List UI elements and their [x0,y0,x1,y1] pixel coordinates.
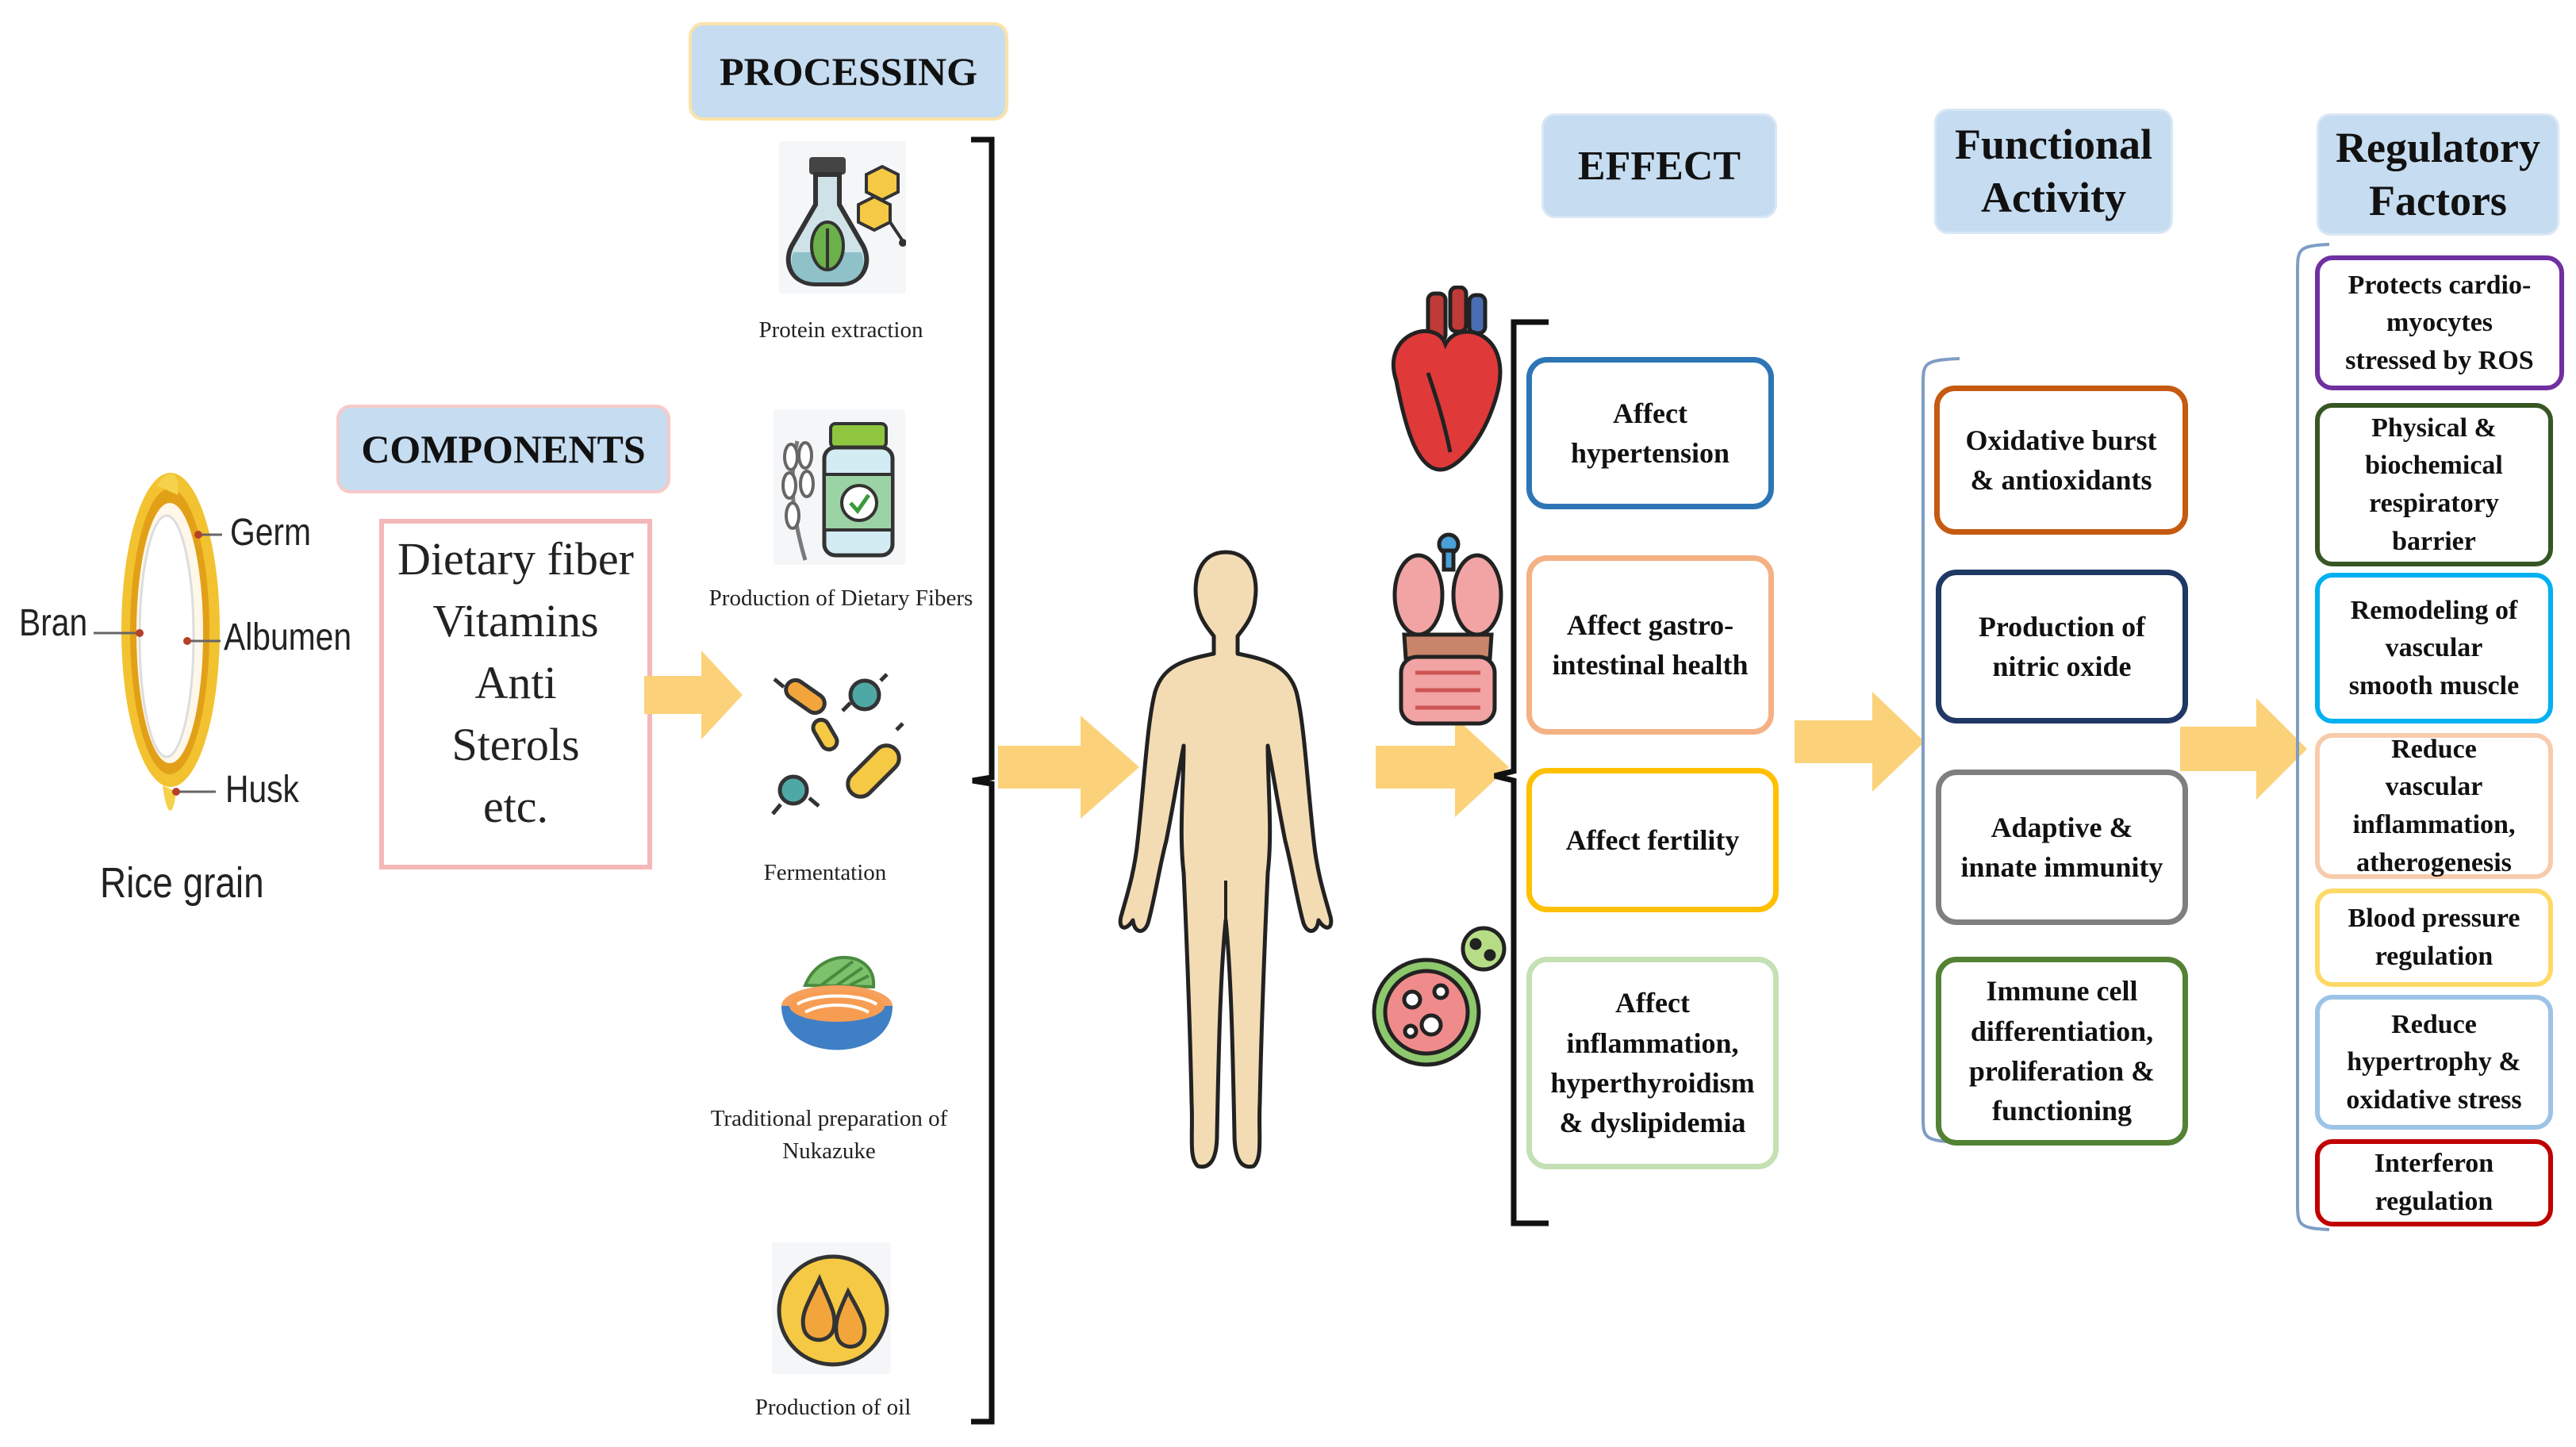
regulatory-box: Protects cardio- myocytes stressed by RO… [2315,255,2564,390]
functional-box: Immune cell differentiation, proliferati… [1936,957,2188,1146]
arrow-effect-to-functional [1795,692,1925,792]
functional-box: Adaptive & innate immunity [1936,770,2188,925]
rice-grain-title: Rice grain [100,859,264,907]
processing-label: Traditional preparation of Nukazuke [710,1106,948,1164]
functional-bracket [1921,357,1960,1144]
bacteria-icon [771,673,904,816]
functional-box: Oxidative burst & antioxidants [1934,386,2188,535]
rice-grain-icon [94,473,222,811]
header-effect: EFFECT [1544,116,1775,216]
rice-label-germ: Germ [230,512,311,554]
component-item: Sterols [451,719,580,770]
rice-label-bran: Bran [19,602,88,644]
arrow-functional-to-regulatory [2180,698,2307,800]
regulatory-box: Blood pressure regulation [2315,889,2553,987]
component-item: Dietary fiber [397,533,634,585]
component-item: etc. [482,781,549,832]
regulatory-box: Reduce hypertrophy & oxidative stress [2315,995,2553,1130]
header-processing: PROCESSING [692,25,1005,117]
arrow-processing-to-body [998,716,1139,819]
regulatory-box: Reduce vascular inflammation, atherogene… [2315,733,2553,879]
food-bowl-icon [781,956,893,1050]
oil-drop-icon [777,1254,889,1367]
human-body-icon [1118,550,1334,1169]
effect-box: Affect hypertension [1526,357,1774,509]
digestive-organs-icon [1392,532,1503,726]
regulatory-bracket [2296,243,2330,1231]
immune-cell-icon [1372,926,1507,1067]
header-components: COMPONENTS [340,408,667,490]
processing-label: Protein extraction [758,317,923,343]
rice-label-husk: Husk [225,769,299,811]
effect-box: Affect fertility [1526,768,1779,912]
processing-label: Fermentation [763,860,887,885]
processing-label: Production of oil [754,1395,912,1420]
regulatory-box: Remodeling of vascular smooth muscle [2315,573,2553,724]
fiber-jar-icon [781,422,895,561]
arrow-components-to-processing [644,651,743,739]
header-regulatory-factors: Regulatory Factors [2319,116,2557,233]
components-list: Dietary fiber Vitamins Anti Sterols etc. [379,519,652,869]
effect-box: Affect gastro- intestinal health [1526,555,1774,735]
processing-label: Production of Dietary Fibers [708,585,973,611]
regulatory-box: Physical & biochemical respiratory barri… [2315,403,2553,566]
heart-icon [1392,286,1503,472]
arrow-body-to-effect [1376,717,1509,817]
component-item: Vitamins [432,595,599,647]
regulatory-box: Interferon regulation [2315,1139,2553,1226]
rice-label-albumen: Albumen [224,616,352,658]
component-item: Anti [474,657,557,708]
flask-icon [785,157,906,286]
effect-box: Affect inflammation, hyperthyroidism & d… [1526,957,1779,1169]
header-functional-activity: Functional Activity [1937,111,2171,232]
functional-box: Production of nitric oxide [1936,570,2188,724]
rice-grain-illustration [94,473,222,811]
effect-bracket [1494,319,1549,1226]
